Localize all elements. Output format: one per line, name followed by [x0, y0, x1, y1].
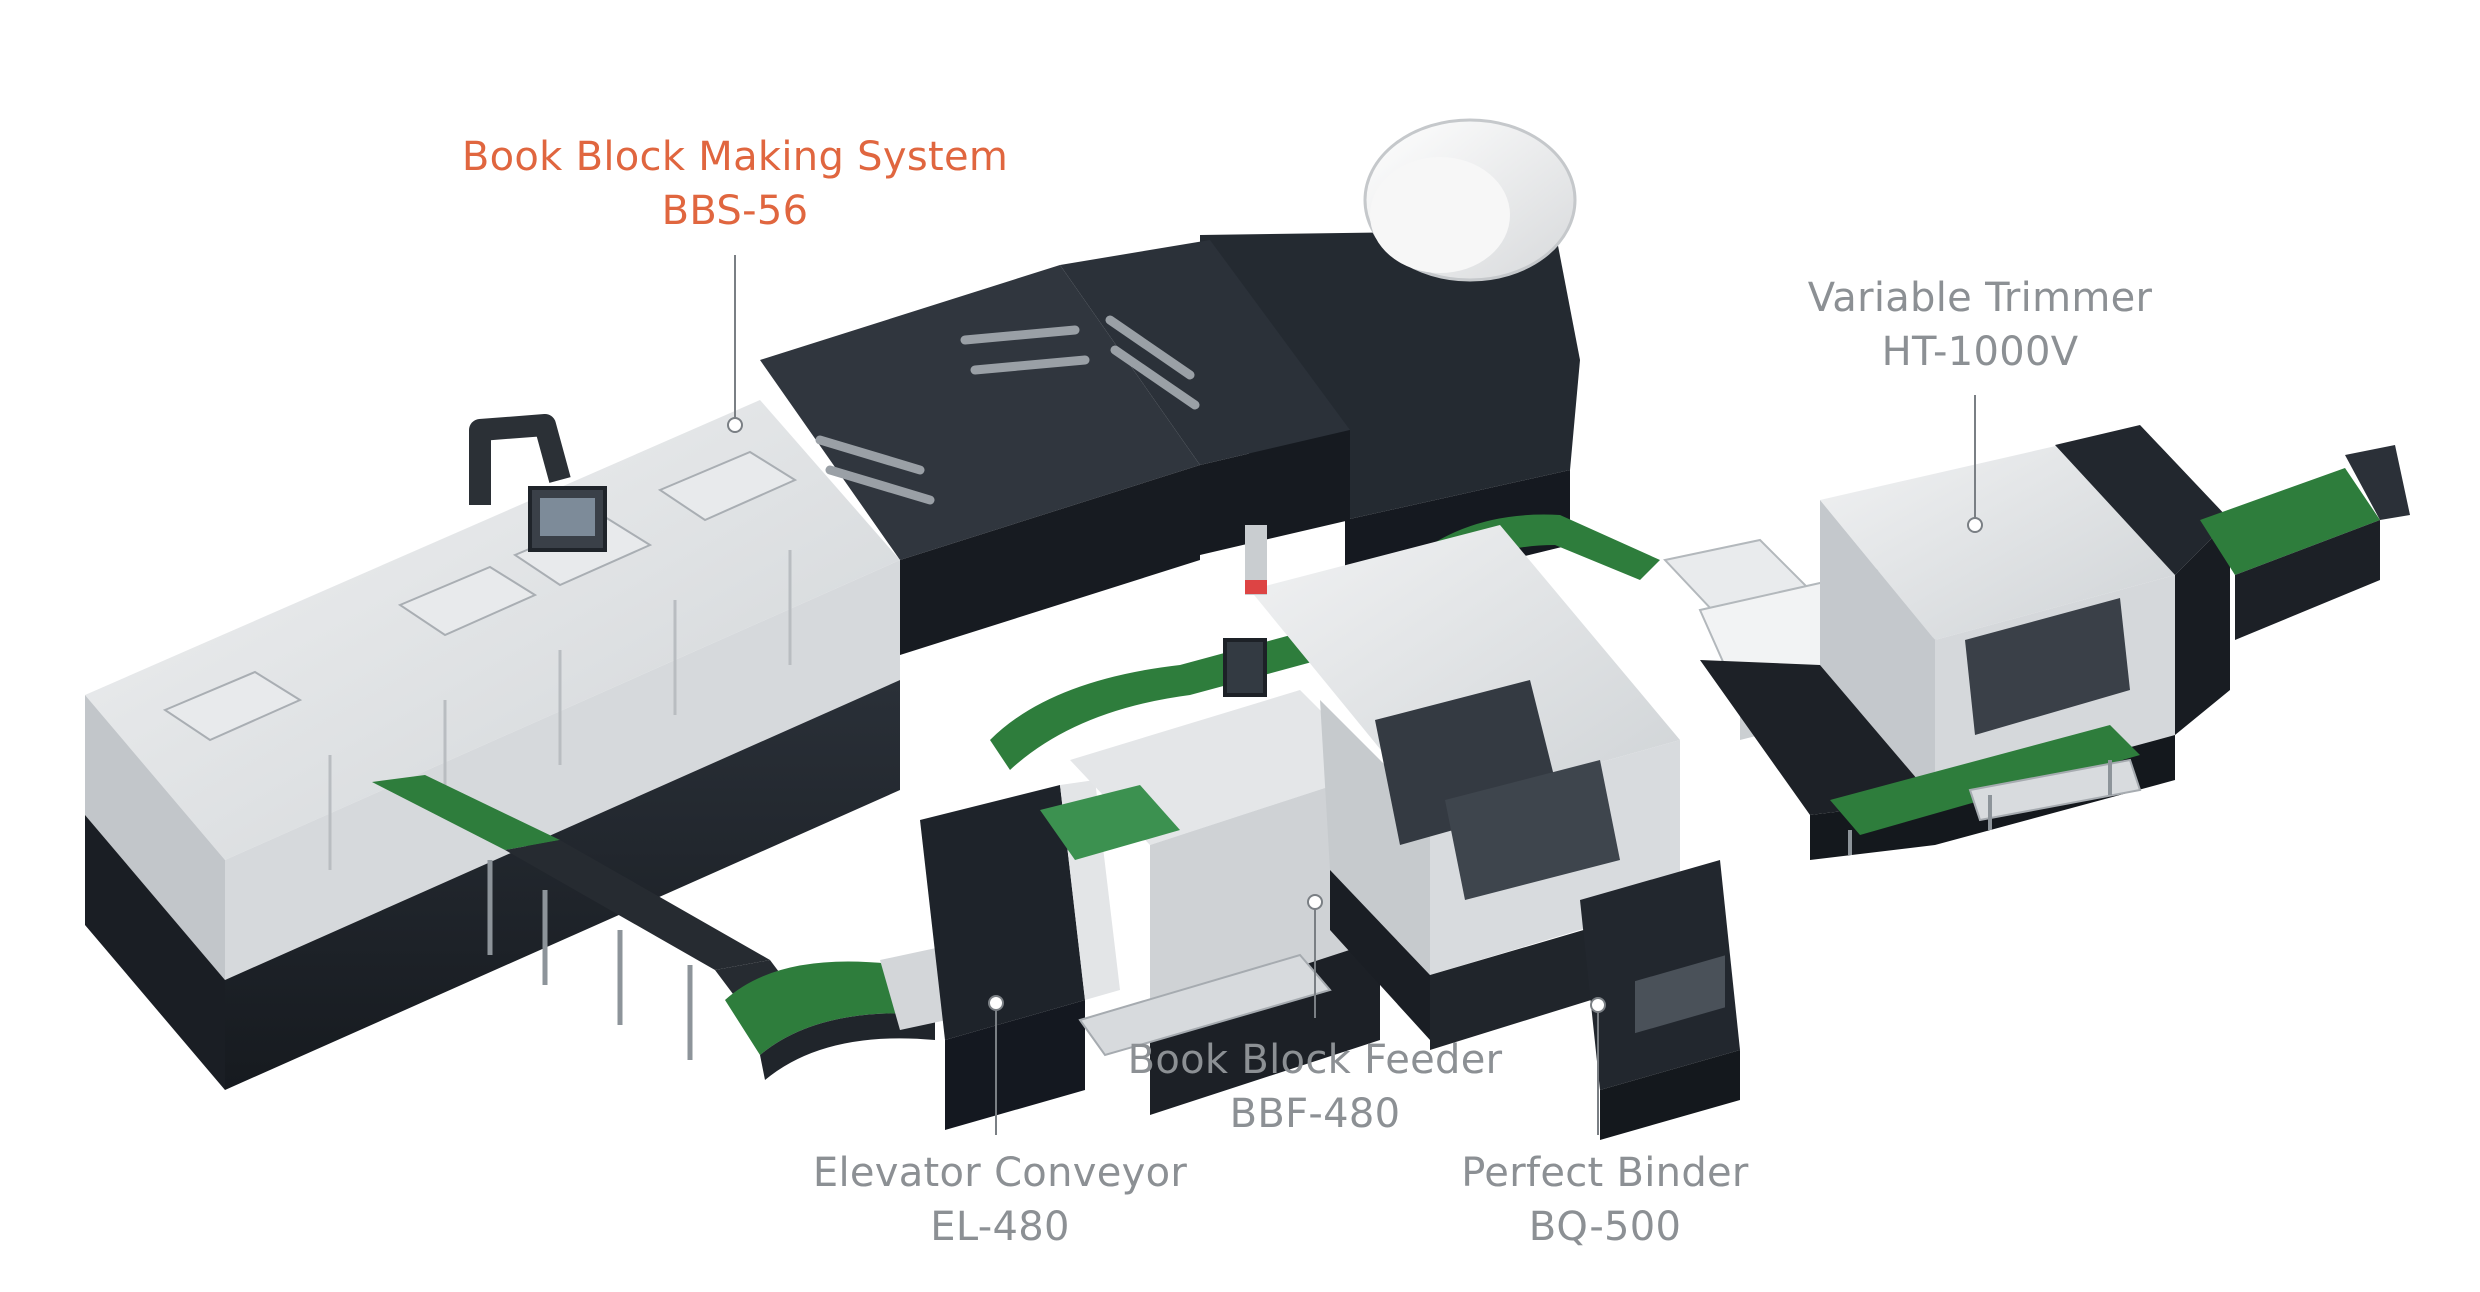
elevator-name: Elevator Conveyor: [812, 1150, 1188, 1196]
label-perfect-binder: Perfect Binder BQ-500: [1345, 1146, 1865, 1254]
callout-feeder: [1307, 894, 1323, 1018]
callout-trimmer: [1967, 395, 1983, 533]
callout-elevator: [988, 995, 1004, 1135]
binder-name: Perfect Binder: [1461, 1150, 1749, 1196]
label-book-block-making-system: Book Block Making System BBS-56: [435, 130, 1035, 238]
binder-model: BQ-500: [1528, 1204, 1682, 1250]
trimmer-model: HT-1000V: [1881, 329, 2079, 375]
variable-trimmer: [1663, 425, 2410, 860]
bbs-model: BBS-56: [661, 188, 809, 234]
callout-binder: [1590, 997, 1606, 1135]
feeder-model: BBF-480: [1229, 1091, 1401, 1137]
elevator-model: EL-480: [930, 1204, 1070, 1250]
label-variable-trimmer: Variable Trimmer HT-1000V: [1720, 271, 2240, 379]
callout-bbs: [727, 255, 743, 433]
label-elevator-conveyor: Elevator Conveyor EL-480: [740, 1146, 1260, 1254]
book-block-feeder-and-binder: [990, 514, 1740, 1140]
book-block-making-system: [85, 118, 1580, 1090]
label-book-block-feeder: Book Block Feeder BBF-480: [1055, 1033, 1575, 1141]
bbs-name: Book Block Making System: [461, 134, 1009, 180]
trimmer-name: Variable Trimmer: [1807, 275, 2153, 321]
feeder-name: Book Block Feeder: [1127, 1037, 1503, 1083]
